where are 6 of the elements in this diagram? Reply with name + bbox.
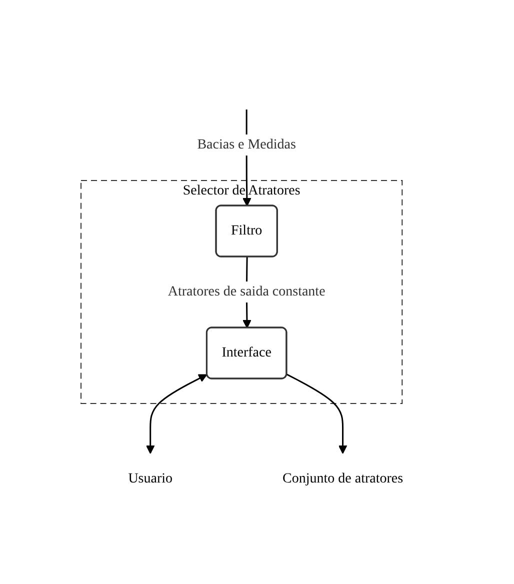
node-text: Conjunto de atratores xyxy=(282,471,404,486)
arrow xyxy=(146,374,208,454)
edge-label: Atratores de saida constante xyxy=(168,284,326,300)
edge-label: Bacias e Medidas xyxy=(197,138,296,153)
arrow xyxy=(286,374,348,454)
node-text: Usuario xyxy=(128,471,172,486)
